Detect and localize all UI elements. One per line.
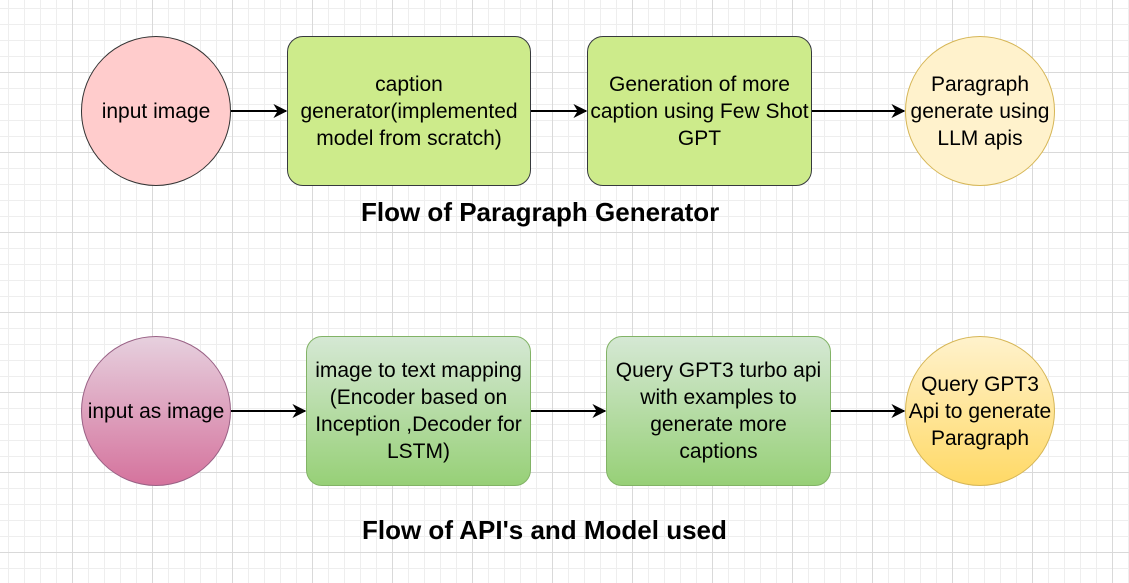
few-shot-gpt-node: Generation of more caption using Few Sho… <box>587 36 812 186</box>
input-as-image-label: input as image <box>87 399 225 423</box>
gpt3-turbo-label: Query GPT3 turbo api with examples to ge… <box>615 359 822 463</box>
input-image-label: input image <box>101 99 211 123</box>
image-to-text-node: image to text mapping (Encoder based on … <box>306 336 531 486</box>
flow2-title: Flow of API's and Model used <box>362 515 727 545</box>
input-image-node: input image <box>81 36 231 186</box>
caption-generator-node: caption generator(implemented model from… <box>287 36 531 186</box>
caption-generator-label: caption generator(implemented model from… <box>300 72 518 150</box>
few-shot-gpt-label: Generation of more caption using Few Sho… <box>590 72 809 150</box>
gpt3-turbo-node: Query GPT3 turbo api with examples to ge… <box>606 336 831 486</box>
image-to-text-label: image to text mapping (Encoder based on … <box>315 359 522 463</box>
input-as-image-node: input as image <box>81 336 231 486</box>
paragraph-generate-label: Paragraph generate using LLM apis <box>910 72 1050 150</box>
gpt3-api-node: Query GPT3 Api to generate Paragraph <box>905 336 1055 486</box>
paragraph-generate-node: Paragraph generate using LLM apis <box>905 36 1055 186</box>
flow1-title: Flow of Paragraph Generator <box>361 197 720 227</box>
gpt3-api-label: Query GPT3 Api to generate Paragraph <box>908 372 1052 450</box>
